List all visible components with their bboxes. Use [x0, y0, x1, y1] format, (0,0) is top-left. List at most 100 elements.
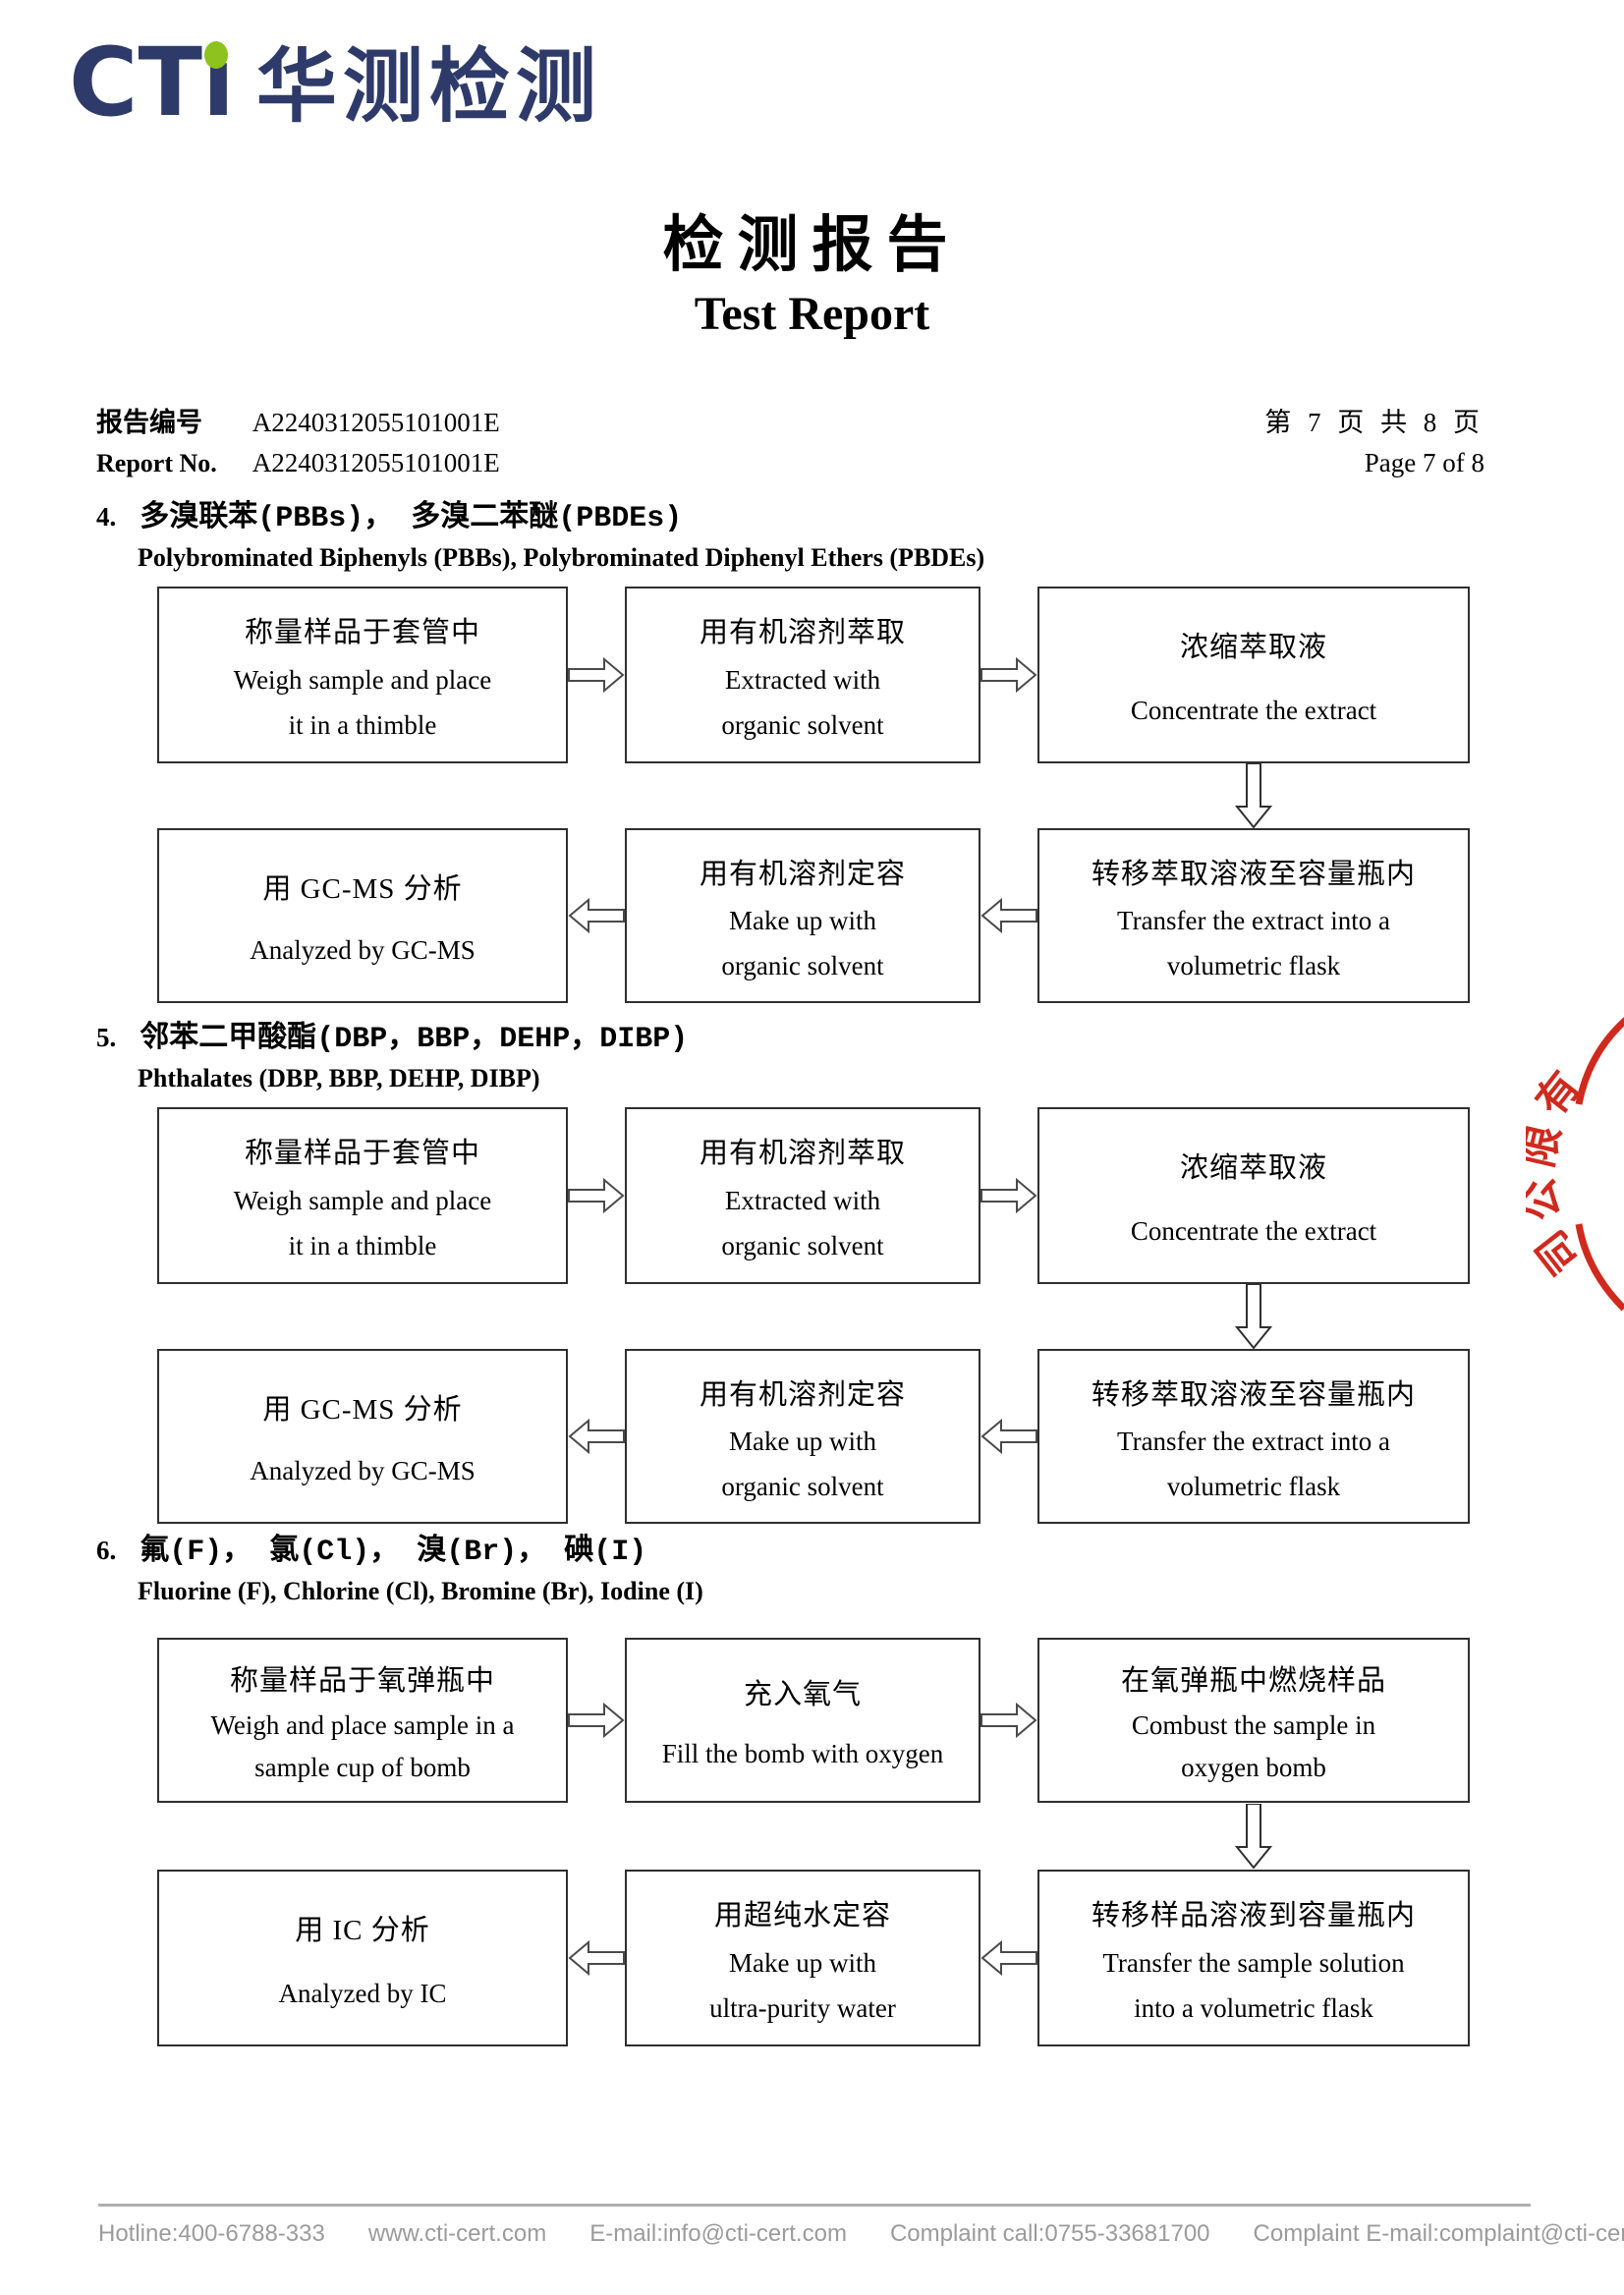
- report-no-value-2: A2240312055101001E: [252, 448, 500, 477]
- section-phthalates: 5. 邻苯二甲酸酯(DBP，BBP，DEHP，DIBP) Phthalates …: [96, 1012, 1501, 1524]
- flow-box: 转移萃取溶液至容量瓶内 Transfer the extract into a …: [1037, 828, 1470, 1003]
- flow-box: 称量样品于套管中 Weigh sample and place it in a …: [157, 587, 568, 763]
- flow-box-line: Extracted with: [724, 665, 881, 695]
- logo-green-dot-icon: [203, 41, 228, 69]
- flow-box: 用有机溶剂萃取 Extracted with organic solvent: [625, 587, 980, 763]
- section-heading: 6. 氟(F)， 氯(Cl)， 溴(Br)， 碘(I): [96, 1525, 1501, 1569]
- flow-box: 用有机溶剂定容 Make up with organic solvent: [625, 828, 980, 1003]
- arrow-left-icon: [568, 1870, 625, 2046]
- flow-box-line: organic solvent: [721, 950, 884, 980]
- flow-box-line: 充入氧气: [743, 1679, 862, 1711]
- arrow-left-icon: [568, 828, 625, 1003]
- flow-box: 用有机溶剂萃取 Extracted with organic solvent: [625, 1107, 980, 1284]
- section-title-en: Phthalates (DBP, BBP, DEHP, DIBP): [138, 1064, 540, 1092]
- page-indicator-cn: 第 7 页 共 8 页: [1264, 408, 1484, 437]
- flow-box-line: Analyzed by IC: [278, 1978, 447, 2008]
- flow-box-line: organic solvent: [721, 1471, 884, 1501]
- flow-box-line: Fill the bomb with oxygen: [661, 1738, 944, 1768]
- flow-box-line: 用有机溶剂定容: [699, 1378, 906, 1411]
- arrow-left-icon: [980, 1349, 1037, 1524]
- flow-box: 称量样品于氧弹瓶中 Weigh and place sample in a sa…: [157, 1638, 568, 1803]
- report-no-label-en: Report No.: [96, 449, 217, 477]
- arrow-right-icon: [980, 587, 1037, 763]
- flow-box-line: 在氧弹瓶中燃烧样品: [1120, 1665, 1386, 1697]
- flow-box-line: into a volumetric flask: [1134, 1993, 1373, 2023]
- flow-box-line: Weigh and place sample in a: [210, 1710, 515, 1740]
- section-number: 5.: [96, 1023, 117, 1052]
- flow-box-line: Analyzed by GC-MS: [250, 935, 476, 966]
- section-number: 4.: [96, 502, 117, 532]
- flow-box-line: sample cup of bomb: [254, 1753, 471, 1782]
- arrow-down-icon: [1037, 1284, 1470, 1349]
- flow-box: 用超纯水定容 Make up with ultra-purity water: [625, 1870, 980, 2046]
- report-no-value-1: A2240312055101001E: [252, 408, 500, 437]
- flow-box-line: Make up with: [729, 906, 876, 935]
- cti-logo-latin: CT ı: [69, 35, 235, 130]
- flow-box: 在氧弹瓶中燃烧样品 Combust the sample in oxygen b…: [1037, 1638, 1470, 1803]
- flowchart-halogens: 称量样品于氧弹瓶中 Weigh and place sample in a sa…: [157, 1638, 1501, 2046]
- flow-box-line: 转移萃取溶液至容量瓶内: [1091, 858, 1416, 890]
- flow-box-line: Transfer the sample solution: [1102, 1948, 1405, 1978]
- flow-box-line: 称量样品于套管中: [244, 1138, 480, 1169]
- flow-box-line: 用有机溶剂定容: [699, 858, 906, 890]
- cti-logo-chinese: 华测检测: [255, 40, 602, 134]
- arrow-down-icon: [1037, 1803, 1470, 1870]
- flow-box-line: 浓缩萃取液: [1179, 1152, 1327, 1185]
- flow-box-line: it in a thimble: [288, 1231, 437, 1260]
- flow-box-line: Concentrate the extract: [1130, 695, 1377, 725]
- flow-box: 用 IC 分析 Analyzed by IC: [157, 1870, 568, 2046]
- flowchart-pbbs-pbdes: 称量样品于套管中 Weigh sample and place it in a …: [157, 587, 1501, 1003]
- flow-box-line: volumetric flask: [1166, 950, 1341, 980]
- flow-box-line: Weigh sample and place: [233, 1186, 492, 1215]
- report-title-en: Test Report: [694, 288, 930, 340]
- flow-box: 浓缩萃取液 Concentrate the extract: [1037, 1107, 1470, 1284]
- section-number: 6.: [96, 1536, 117, 1565]
- flow-box-line: oxygen bomb: [1181, 1753, 1326, 1782]
- footer-hotline: Hotline:400-6788-333: [98, 2220, 325, 2247]
- arrow-right-icon: [568, 1107, 625, 1284]
- page-indicator: 第 7 页 共 8 页 Page 7 of 8: [1264, 403, 1484, 483]
- flow-box-line: it in a thimble: [288, 710, 437, 740]
- section-title-en: Fluorine (F), Chlorine (Cl), Bromine (Br…: [138, 1577, 703, 1605]
- section-title-cn: 邻苯二甲酸酯(DBP，BBP，DEHP，DIBP): [140, 1023, 689, 1056]
- arrow-right-icon: [980, 1107, 1037, 1284]
- arrow-left-icon: [980, 1870, 1037, 2046]
- logo-letter-i: ı: [202, 35, 235, 130]
- flow-box: 称量样品于套管中 Weigh sample and place it in a …: [157, 1107, 568, 1284]
- footer: Hotline:400-6788-333 www.cti-cert.com E-…: [98, 2220, 1624, 2248]
- seal-arc-bottom: [1575, 1223, 1624, 1312]
- flow-box-line: Transfer the extract into a: [1117, 1427, 1390, 1456]
- report-number-block: 报告编号 Report No. A2240312055101001E A2240…: [96, 403, 500, 483]
- flow-box-line: 用有机溶剂萃取: [699, 1138, 906, 1169]
- footer-complaint-call: Complaint call:0755-33681700: [889, 2220, 1210, 2247]
- flow-box-line: 转移萃取溶液至容量瓶内: [1091, 1378, 1416, 1411]
- flow-box-line: 称量样品于套管中: [244, 617, 480, 648]
- section-heading: 4. 多溴联苯(PBBs)， 多溴二苯醚(PBDEs): [96, 491, 1501, 535]
- logo-text-ct: CT: [69, 28, 202, 138]
- section-title-cn: 氟(F)， 氯(Cl)， 溴(Br)， 碘(I): [140, 1536, 647, 1569]
- flow-box: 用有机溶剂定容 Make up with organic solvent: [625, 1349, 980, 1524]
- flow-box-line: ultra-purity water: [709, 1993, 896, 2023]
- flow-box: 用 GC-MS 分析 Analyzed by GC-MS: [157, 1349, 568, 1524]
- seal-char: 有: [1528, 1064, 1590, 1125]
- report-title-cn: 检测报告: [662, 212, 962, 279]
- footer-complaint-email: Complaint E-mail:complaint@cti-cert.com: [1253, 2220, 1624, 2247]
- flow-box-line: volumetric flask: [1166, 1471, 1341, 1501]
- flow-box: 充入氧气 Fill the bomb with oxygen: [625, 1638, 980, 1803]
- flow-box-line: Concentrate the extract: [1130, 1215, 1377, 1246]
- flow-box-line: 称量样品于氧弹瓶中: [229, 1665, 495, 1697]
- flow-box-line: Weigh sample and place: [233, 665, 492, 695]
- flow-box-line: 用 IC 分析: [295, 1915, 430, 1947]
- flow-box-line: Transfer the extract into a: [1117, 906, 1390, 935]
- page-indicator-en: Page 7 of 8: [1364, 448, 1484, 477]
- section-title-cn: 多溴联苯(PBBs)， 多溴二苯醚(PBDEs): [140, 502, 683, 535]
- seal-arc-top: [1575, 1017, 1624, 1105]
- seal-char: 公: [1526, 1174, 1569, 1224]
- arrow-right-icon: [568, 1638, 625, 1803]
- report-number-values: A2240312055101001E A2240312055101001E: [252, 403, 500, 483]
- flow-box-line: 用有机溶剂萃取: [699, 617, 906, 648]
- flow-box-line: organic solvent: [721, 710, 884, 740]
- flow-box-line: 用 GC-MS 分析: [262, 1393, 463, 1426]
- flowchart-phthalates: 称量样品于套管中 Weigh sample and place it in a …: [157, 1107, 1501, 1524]
- flow-box: 浓缩萃取液 Concentrate the extract: [1037, 587, 1470, 763]
